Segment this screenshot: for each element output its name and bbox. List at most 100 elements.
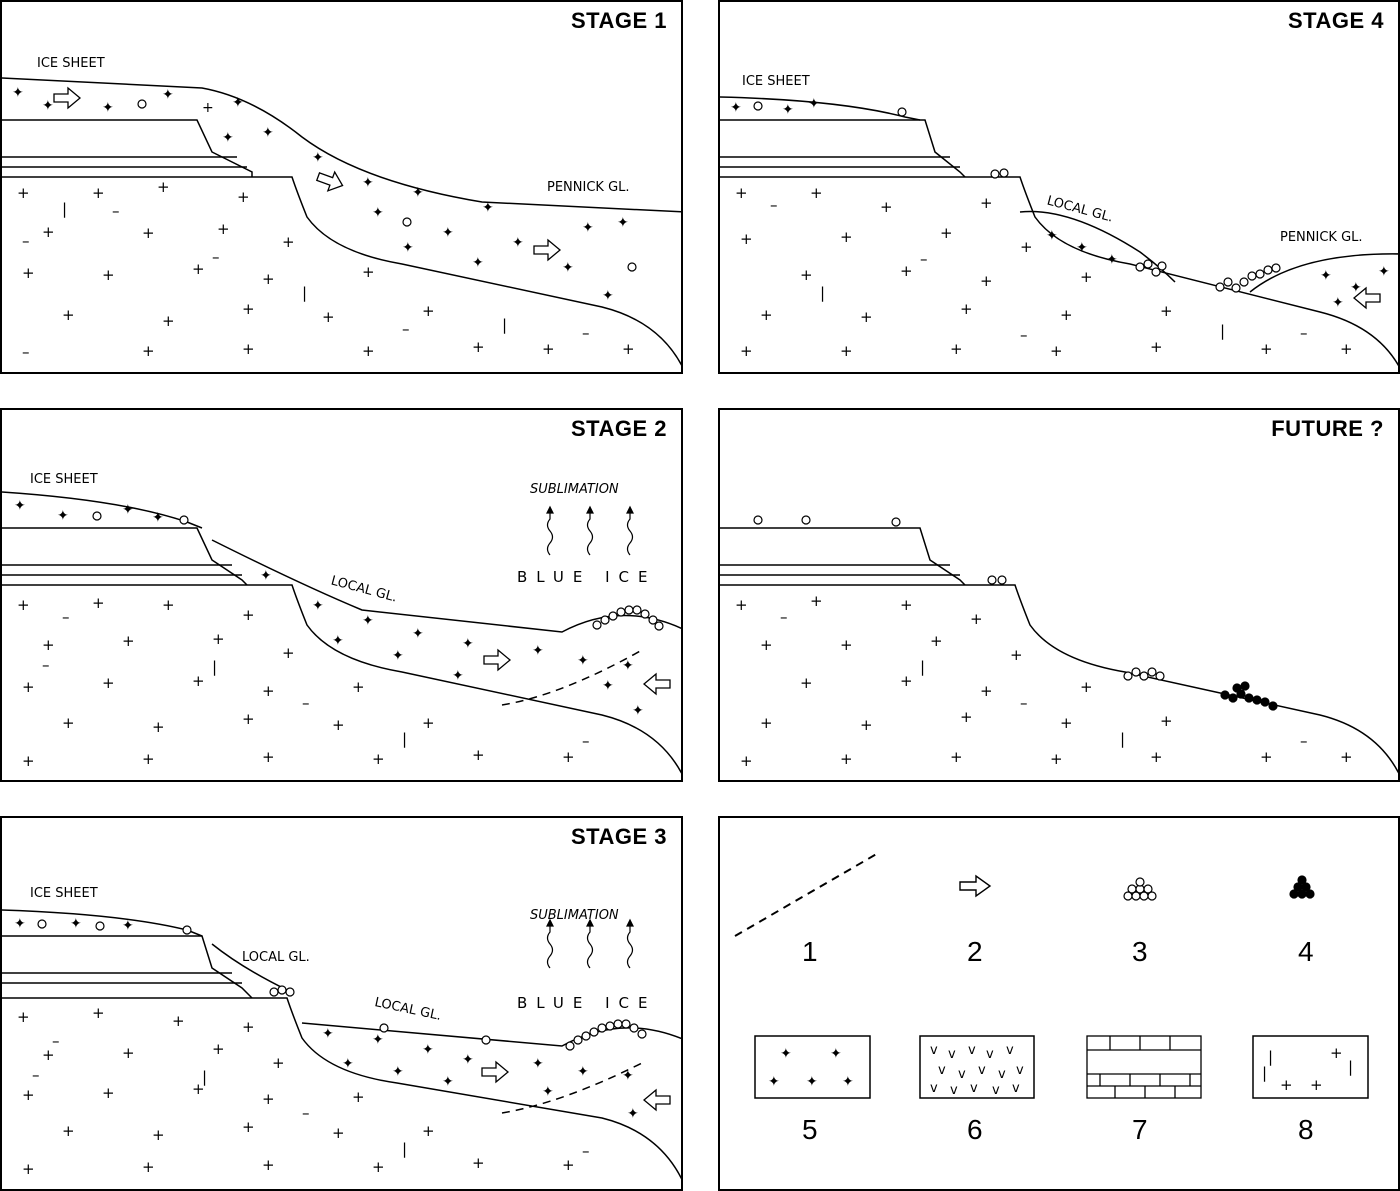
svg-text:+: + xyxy=(422,714,435,732)
svg-text:✦: ✦ xyxy=(14,916,26,932)
sublimation-arrow-icon xyxy=(546,924,554,969)
svg-text:v: v xyxy=(948,1047,956,1062)
svg-text:+: + xyxy=(1060,306,1073,324)
svg-text:+: + xyxy=(760,306,773,324)
legend-number-6: 6 xyxy=(967,1114,983,1145)
legend-number-5: 5 xyxy=(802,1114,818,1145)
svg-text:+: + xyxy=(810,184,823,202)
svg-text:✦: ✦ xyxy=(412,626,424,642)
svg-text:✦: ✦ xyxy=(1106,252,1118,268)
svg-text:+: + xyxy=(1080,678,1093,696)
svg-text:✦: ✦ xyxy=(782,102,794,118)
svg-text:✦: ✦ xyxy=(532,1056,544,1072)
svg-text:✦: ✦ xyxy=(332,633,344,649)
svg-text:+: + xyxy=(242,710,255,728)
svg-text:–: – xyxy=(402,320,410,338)
svg-text:+: + xyxy=(900,596,913,614)
svg-text:+: + xyxy=(352,678,365,696)
svg-text:+: + xyxy=(282,644,295,662)
svg-text:+: + xyxy=(17,596,30,614)
svg-text:–: – xyxy=(302,1104,310,1122)
svg-text:+: + xyxy=(142,1158,155,1176)
blue-ice-label: BLUE ICE xyxy=(517,568,657,586)
svg-text:+: + xyxy=(202,100,214,116)
svg-text:✦: ✦ xyxy=(442,1074,454,1090)
svg-text:+: + xyxy=(980,272,993,290)
svg-text:v: v xyxy=(930,1043,938,1058)
svg-text:+: + xyxy=(322,308,335,326)
svg-text:v: v xyxy=(992,1083,1000,1098)
svg-text:+: + xyxy=(422,302,435,320)
svg-text:–: – xyxy=(52,1032,60,1050)
svg-text:+: + xyxy=(970,610,983,628)
stage-2-diagram: ✦✦✦✦ ✦✦✦✦ ✦✦✦✦ ✦✦✦✦✦ ++++ ++++ +++++ +++… xyxy=(2,491,681,774)
svg-text:+: + xyxy=(1280,1076,1293,1094)
sublimation-arrow-icon xyxy=(626,511,634,556)
svg-text:+: + xyxy=(1160,712,1173,730)
svg-text:+: + xyxy=(740,342,753,360)
svg-text:✦: ✦ xyxy=(232,95,244,111)
legend-number-1: 1 xyxy=(802,936,818,967)
svg-text:+: + xyxy=(22,752,35,770)
svg-text:+: + xyxy=(92,594,105,612)
svg-text:–: – xyxy=(582,324,590,342)
stage-4-diagram: ✦✦✦ ✦✦✦ ✦✦✦✦ ++++ ++++ ++++ +++++ ++++++… xyxy=(720,96,1398,367)
bedrock-surface xyxy=(2,584,681,774)
svg-text:+: + xyxy=(62,306,75,324)
svg-text:–: – xyxy=(1300,732,1308,750)
svg-text:+: + xyxy=(1340,340,1353,358)
svg-text:✦: ✦ xyxy=(632,703,644,719)
svg-text:+: + xyxy=(542,340,555,358)
flow-arrow-icon xyxy=(53,86,82,110)
svg-text:+: + xyxy=(17,1008,30,1026)
svg-text:+: + xyxy=(840,750,853,768)
svg-text:✦: ✦ xyxy=(362,613,374,629)
svg-text:+: + xyxy=(940,224,953,242)
svg-text:–: – xyxy=(770,196,778,214)
svg-text:+: + xyxy=(212,1040,225,1058)
svg-text:+: + xyxy=(760,714,773,732)
svg-text:+: + xyxy=(332,1124,345,1142)
svg-text:✦: ✦ xyxy=(830,1046,842,1062)
svg-text:v: v xyxy=(1012,1081,1020,1096)
svg-text:+: + xyxy=(1150,338,1163,356)
svg-text:✦: ✦ xyxy=(260,568,272,584)
svg-text:✦: ✦ xyxy=(70,916,82,932)
svg-text:✦: ✦ xyxy=(577,653,589,669)
svg-text:✦: ✦ xyxy=(312,598,324,614)
svg-text:+: + xyxy=(1160,302,1173,320)
svg-text:+: + xyxy=(42,636,55,654)
svg-text:+: + xyxy=(142,342,155,360)
svg-text:+: + xyxy=(840,342,853,360)
svg-text:✦: ✦ xyxy=(602,678,614,694)
local-glacier-surface xyxy=(1019,210,1176,283)
flow-arrow-icon xyxy=(1352,286,1381,310)
svg-text:+: + xyxy=(102,674,115,692)
svg-text:v: v xyxy=(986,1047,994,1062)
svg-text:✦: ✦ xyxy=(627,1106,639,1122)
svg-text:+: + xyxy=(102,1084,115,1102)
svg-text:+: + xyxy=(800,674,813,692)
svg-text:|: | xyxy=(62,200,67,218)
svg-text:✦: ✦ xyxy=(14,498,26,514)
panel-stage-2: ✦✦✦✦ ✦✦✦✦ ✦✦✦✦ ✦✦✦✦✦ ++++ ++++ +++++ +++… xyxy=(0,408,683,782)
svg-text:v: v xyxy=(970,1081,978,1096)
legend-open-boulders-icon xyxy=(1123,877,1157,901)
svg-text:+: + xyxy=(950,748,963,766)
stage-3-diagram: ✦✦✦ ✦✦✦✦ ✦✦✦ ✦✦✦✦✦ ++++ ++++ ++++ xyxy=(2,909,681,1180)
svg-text:+: + xyxy=(472,746,485,764)
svg-text:✦: ✦ xyxy=(462,1052,474,1068)
svg-text:+: + xyxy=(960,300,973,318)
svg-text:+: + xyxy=(422,1122,435,1140)
svg-text:✦: ✦ xyxy=(1076,240,1088,256)
svg-text:✦: ✦ xyxy=(482,200,494,216)
svg-text:+: + xyxy=(930,632,943,650)
svg-text:✦: ✦ xyxy=(562,260,574,276)
svg-text:+: + xyxy=(1330,1044,1343,1062)
legend-number-3: 3 xyxy=(1132,936,1148,967)
svg-text:✦: ✦ xyxy=(452,668,464,684)
svg-text:–: – xyxy=(780,608,788,626)
legend-flow-arrow-icon xyxy=(959,874,992,898)
svg-text:–: – xyxy=(1020,326,1028,344)
svg-text:✦: ✦ xyxy=(472,255,484,271)
